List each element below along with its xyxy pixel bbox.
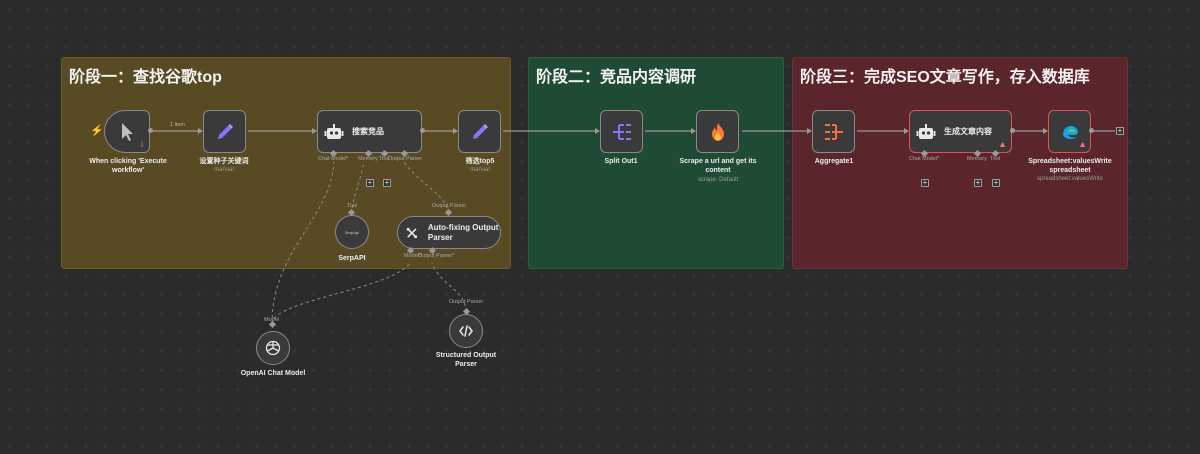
- split-out-label: Split Out1: [604, 158, 638, 165]
- port-memory-label: Memory: [358, 156, 378, 162]
- flame-icon: [711, 122, 724, 141]
- autofix-title: Auto-fixing Output Parser: [427, 222, 499, 242]
- stage-3-note[interactable]: 阶段三：完成SEO文章写作，存入数据库: [792, 57, 1128, 269]
- spreadsheet-output-port[interactable]: [1089, 128, 1094, 133]
- node-search-competitors[interactable]: 搜索竞品: [317, 110, 422, 153]
- autofix-port-parser-label: Output Parser*: [418, 253, 455, 259]
- set-keywords-label: 设置种子关键词: [199, 158, 249, 165]
- filter-top5-sub: manual: [470, 167, 490, 173]
- node-filter-top5[interactable]: [458, 110, 501, 153]
- add-memory-button-2[interactable]: +: [974, 178, 982, 187]
- robot-icon: [324, 123, 344, 139]
- arrow-filter: [453, 128, 458, 134]
- arrow-set: [198, 128, 203, 134]
- trigger-label: When clicking 'Execute workflow': [89, 158, 167, 174]
- arrow-generate: [904, 128, 909, 134]
- filter-top5-label: 筛选top5: [465, 158, 495, 165]
- arrow-aggregate: [807, 128, 812, 134]
- stage-1-title: 阶段一：查找谷歌top: [69, 69, 222, 86]
- dashed-openai-autofix: [271, 262, 411, 325]
- robot-icon: [916, 123, 936, 139]
- port-memory-label-2: Memory: [967, 156, 987, 162]
- spreadsheet-label: Spreadsheet:valuesWrite spreadsheet: [1028, 158, 1112, 174]
- add-tool-button-2[interactable]: +: [992, 178, 1000, 187]
- openai-label: OpenAI Chat Model: [240, 370, 306, 377]
- pencil-icon: [472, 123, 488, 139]
- structured-label: Structured Output Parser: [435, 352, 497, 368]
- spreadsheet-sub: spreadsheet:valuesWrite: [1037, 176, 1103, 182]
- arrow-split: [595, 128, 600, 134]
- dashed-autofix-parser: [403, 161, 449, 215]
- add-next-node-button[interactable]: +: [1116, 126, 1124, 135]
- port-tool-label-2: Tool: [990, 156, 1001, 162]
- openai-port-label: Model: [264, 317, 279, 323]
- pin-icon: ⇩: [139, 142, 145, 149]
- node-structured-parser[interactable]: [449, 314, 483, 348]
- add-tool-button[interactable]: +: [383, 178, 391, 187]
- trigger-bolt-icon: ⚡: [90, 125, 104, 137]
- stage-3-title: 阶段三：完成SEO文章写作，存入数据库: [800, 69, 1090, 86]
- arrow-search: [312, 128, 317, 134]
- generate-output-port[interactable]: [1010, 128, 1015, 133]
- node-aggregate[interactable]: [812, 110, 855, 153]
- structured-port-label: Output Parser: [449, 299, 484, 305]
- serpapi-logo: SerpApi: [344, 229, 360, 235]
- spreadsheet-icon: [1062, 125, 1078, 139]
- scrape-label: Scrape a url and get its content: [679, 158, 757, 174]
- stage-1-note[interactable]: 阶段一：查找谷歌top: [61, 57, 511, 269]
- serpapi-port-label: Tool: [347, 203, 358, 209]
- stage-2-note[interactable]: 阶段二：竞品内容调研: [528, 57, 784, 269]
- port-chat-model-label-2: Chat Model*: [909, 156, 940, 162]
- node-split-out[interactable]: [600, 110, 643, 153]
- trigger-output-port[interactable]: [148, 128, 153, 133]
- node-set-keywords[interactable]: [203, 110, 246, 153]
- pencil-icon: [217, 123, 233, 139]
- scrape-sub: scrape: Default: [697, 177, 739, 183]
- aggregate-icon: [824, 123, 843, 140]
- openai-icon: [265, 340, 281, 356]
- node-spreadsheet[interactable]: ▲: [1048, 110, 1091, 153]
- node-openai-chat-model[interactable]: [256, 331, 290, 365]
- warning-icon: ▲: [998, 139, 1007, 149]
- code-icon: [459, 325, 473, 337]
- set-keywords-sub: manual: [214, 167, 234, 173]
- node-trigger[interactable]: ⇩: [104, 110, 150, 153]
- search-competitors-title: 搜索竞品: [352, 127, 384, 136]
- port-tool-label: Tool: [379, 156, 390, 162]
- port-chat-model-label: Chat Model*: [318, 156, 349, 162]
- arrow-spreadsheet: [1043, 128, 1048, 134]
- node-autofix-parser[interactable]: Auto-fixing Output Parser: [397, 216, 501, 249]
- dashed-structured-autofix: [431, 262, 467, 313]
- split-icon: [612, 123, 631, 140]
- node-scrape[interactable]: [696, 110, 739, 153]
- autofix-port-label: Output Parser: [432, 203, 467, 209]
- tools-icon: [406, 227, 418, 238]
- cursor-click-icon: [122, 122, 133, 141]
- autofix-port-model-label: Model*: [404, 253, 422, 259]
- aggregate-label: Aggregate1: [814, 158, 854, 165]
- add-chat-model-button[interactable]: +: [921, 178, 929, 187]
- items-count-badge: 1 item: [170, 122, 185, 128]
- add-memory-button[interactable]: +: [366, 178, 374, 187]
- search-output-port[interactable]: [420, 128, 425, 133]
- node-serpapi[interactable]: SerpApi: [335, 215, 369, 249]
- dashed-openai-model: [271, 161, 335, 325]
- stage-2-title: 阶段二：竞品内容调研: [536, 69, 697, 86]
- warning-icon-2: ▲: [1078, 139, 1087, 149]
- generate-article-title: 生成文章内容: [944, 127, 992, 136]
- node-generate-article[interactable]: 生成文章内容 ▲: [909, 110, 1012, 153]
- arrow-scrape: [691, 128, 696, 134]
- serpapi-label: SerpAPI: [338, 255, 366, 262]
- port-output-parser-label: Output Parser: [388, 156, 423, 162]
